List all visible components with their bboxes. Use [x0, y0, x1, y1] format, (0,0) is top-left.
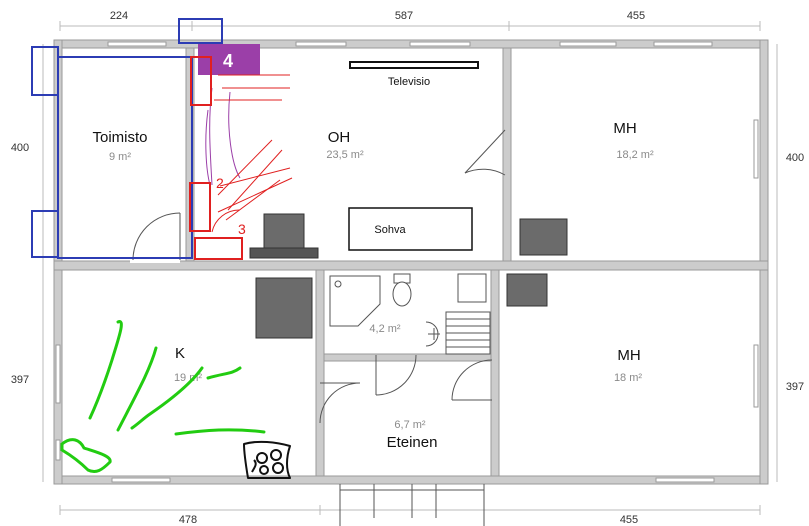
red-markers [189, 56, 243, 260]
red-lines [211, 74, 293, 233]
living-cabinet [263, 213, 305, 249]
green-stroke-4 [206, 366, 242, 380]
bedroom-top-furniture [519, 218, 568, 256]
room-name-bedroom-bottom: MH [617, 347, 640, 364]
dimension-top-2: 587 [395, 10, 413, 22]
room-area-hall: 6,7 m² [394, 419, 426, 431]
room-area-bedroom-top: 18,2 m² [616, 149, 654, 161]
living-bench [249, 247, 319, 259]
dimension-bottom-2: 455 [620, 514, 638, 526]
sofa-shape [348, 207, 473, 251]
green-stroke-2 [116, 346, 158, 432]
washer-shape [457, 273, 487, 303]
room-name-hall: Eteinen [387, 434, 438, 451]
room-area-office: 9 m² [109, 151, 131, 163]
blue-box-top [178, 18, 223, 44]
stove-scribble [243, 440, 291, 479]
sofa-label: Sohva [374, 224, 406, 236]
furniture [249, 61, 568, 355]
green-blob [60, 438, 112, 474]
tv-shape [349, 61, 479, 69]
dimension-left-1: 400 [11, 142, 29, 154]
dimension-top-1: 224 [110, 10, 128, 22]
stairs [445, 311, 491, 355]
blue-markers [31, 18, 223, 259]
room-area-bath: 4,2 m² [369, 323, 401, 335]
badge-4 [198, 44, 260, 75]
dimension-lines [42, 21, 778, 515]
dimension-bottom-1: 478 [179, 514, 197, 526]
dimension-top-3: 455 [627, 10, 645, 22]
windows [55, 41, 759, 483]
shower-shape [329, 275, 381, 327]
room-name-kitchen: K [175, 345, 185, 362]
room-name-living: OH [328, 129, 351, 146]
red-box-top [190, 56, 212, 106]
red-box-middle [189, 182, 211, 232]
badge-4-label: 4 [223, 51, 233, 71]
green-scribbles [60, 320, 266, 474]
toilet-bowl [392, 281, 412, 307]
tv-label: Televisio [388, 76, 430, 88]
green-stroke-3 [130, 366, 204, 430]
kitchen-furniture [255, 277, 313, 339]
dimension-right-2: 397 [786, 381, 804, 393]
room-name-bedroom-top: MH [613, 120, 636, 137]
bedroom-bottom-furniture [506, 273, 548, 307]
green-stroke-1 [88, 320, 123, 420]
doors [130, 129, 506, 526]
annotation-2: 2 [216, 175, 224, 191]
shower-drain [334, 280, 342, 288]
dimension-left-2: 397 [11, 374, 29, 386]
room-area-bedroom-bottom: 18 m² [614, 372, 642, 384]
room-name-office: Toimisto [92, 129, 147, 146]
dimension-right-1: 400 [786, 152, 804, 164]
red-box-bottom [194, 237, 243, 260]
annotation-3: 3 [238, 221, 246, 237]
blue-office-outline [57, 56, 193, 259]
green-stroke-5 [174, 428, 266, 436]
room-area-living: 23,5 m² [326, 149, 364, 161]
